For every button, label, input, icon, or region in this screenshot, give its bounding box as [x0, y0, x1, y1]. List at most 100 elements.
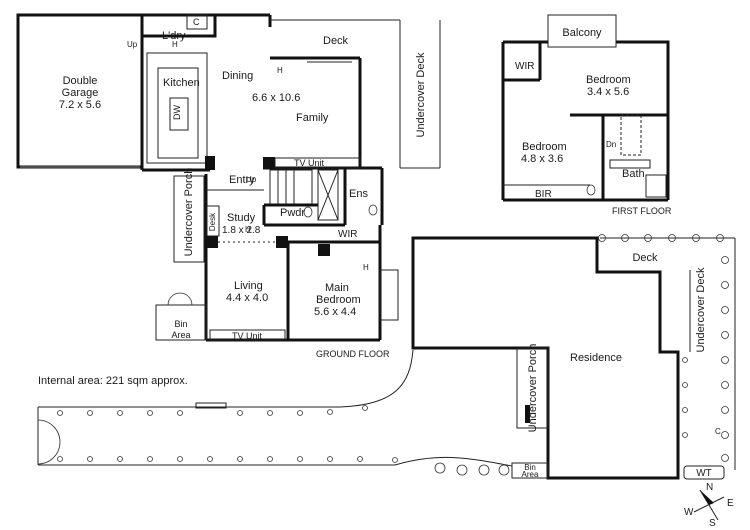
garage-label-2: Garage [62, 87, 99, 99]
hedges [57, 234, 729, 476]
stair-box [269, 169, 313, 205]
first-floor [501, 14, 670, 202]
column-b [263, 157, 275, 169]
cupboard-label: C [193, 17, 200, 27]
compass-north-arrow [700, 490, 714, 505]
shower [317, 169, 339, 221]
site-labels: Residence Deck Undercover Deck Undercove… [38, 252, 721, 479]
tv-unit-label: TV Unit [294, 158, 325, 168]
bedroom-label-2: Bedroom [316, 294, 361, 306]
garage-label: Double [63, 75, 98, 87]
bedroom-dims: 5.6 x 4.4 [314, 306, 356, 318]
living-label: Living [234, 280, 263, 292]
driveway-top [38, 349, 414, 408]
dishwasher [169, 97, 189, 131]
ground-floor [16, 13, 441, 342]
letterbox [195, 402, 227, 409]
tv-unit-2-box [209, 329, 286, 341]
laundry-label: L'dry [162, 30, 186, 42]
driveway-bottom [38, 456, 513, 467]
ff-porch-box [516, 347, 549, 429]
study-dims: 1.8 x 2.8 [222, 225, 261, 236]
h-label-3: H [245, 225, 251, 234]
ff-bedroom1-dims: 3.4 x 5.6 [587, 86, 629, 98]
tv-unit-2-label: TV Unit [232, 331, 263, 341]
shower-x2 [317, 169, 339, 221]
ff-bedroom2-label: Bedroom [522, 141, 567, 153]
first-floor-labels: Balcony WIR Bedroom 3.4 x 5.6 Bedroom 4.… [515, 27, 672, 216]
vanity [609, 159, 651, 169]
site-plan [37, 234, 736, 480]
dining-label: Dining [222, 70, 253, 82]
site-porch-label: Undercover Porch [527, 344, 539, 433]
kitchen-label: Kitchen [163, 77, 200, 89]
column-a [205, 156, 215, 170]
bath-tub [645, 174, 667, 198]
laundry-wall [140, 15, 217, 38]
porch-box [173, 175, 205, 263]
wt-box [683, 465, 725, 480]
ff-bedroom1-label: Bedroom [586, 74, 631, 86]
ground-floor-labels: Double Garage 7.2 x 5.6 L'dry C Kitchen … [59, 17, 427, 359]
dn-label: Dn [606, 140, 616, 149]
column-c [206, 236, 218, 248]
robe-doors [379, 269, 399, 321]
undercover-deck-label: Undercover Deck [415, 52, 427, 137]
ff-toilet [586, 184, 596, 196]
bath-label: Bath [622, 168, 645, 180]
compass-n: N [706, 482, 713, 493]
residence-outline [411, 236, 680, 480]
first-floor-caption: FIRST FLOOR [612, 206, 672, 216]
family-label: Family [296, 112, 329, 124]
bin-label: Bin [174, 319, 187, 329]
site-bin-box [511, 462, 549, 479]
tv-unit-box [274, 157, 361, 169]
compass: N E S W [684, 482, 734, 529]
wir-label: WIR [338, 229, 357, 240]
compass-w: W [684, 507, 694, 518]
compass-s: S [709, 518, 716, 529]
bedroom-label: Main [325, 282, 349, 294]
balcony-box [547, 14, 617, 48]
living-dims: 4.4 x 4.0 [226, 292, 268, 304]
main-living-dims: 6.6 x 10.6 [252, 92, 300, 104]
h-label-2: H [277, 66, 283, 75]
h-label-1: H [172, 40, 178, 49]
wt-label: WT [696, 468, 712, 479]
kitchen-bench [146, 52, 208, 164]
residence-label: Residence [570, 352, 622, 364]
garage-outline [16, 13, 144, 169]
porch-post [525, 405, 530, 423]
ground-floor-caption: GROUND FLOOR [316, 349, 390, 359]
ff-wir-label: WIR [515, 61, 534, 72]
bin-label-2: Area [171, 330, 190, 340]
up-label-1: Up [127, 40, 138, 49]
h-label-4: H [363, 263, 369, 272]
site-c-label: C [715, 427, 721, 436]
stair-ff [620, 114, 642, 156]
garage-dims: 7.2 x 5.6 [59, 99, 101, 111]
toilet [368, 204, 378, 216]
site-bin-label-2: Area [522, 470, 539, 479]
kitchen-inner [157, 67, 199, 159]
deck-label: Deck [323, 35, 349, 47]
entry-label: Entry [229, 174, 255, 186]
ff-top-right [616, 40, 670, 200]
bir-label: BIR [535, 189, 552, 200]
internal-area: Internal area: 221 sqm approx. [38, 375, 188, 387]
ff-bedroom2-dims: 4.8 x 3.6 [521, 153, 563, 165]
site-bin-label: Bin [524, 463, 536, 472]
site-ucdeck-label: Undercover Deck [695, 267, 707, 352]
cupboard [186, 14, 208, 30]
dw-label: DW [172, 105, 182, 120]
column-e [318, 244, 330, 256]
porch-label: Undercover Porch [183, 168, 195, 257]
bin-doors [167, 292, 193, 306]
pwdr-toilet [303, 206, 313, 218]
column-d [276, 236, 288, 248]
compass-e: E [727, 498, 734, 509]
up-label-2: Up [246, 175, 257, 184]
pwdr-label: Pwdr [280, 207, 305, 219]
ens-label: Ens [349, 188, 368, 200]
